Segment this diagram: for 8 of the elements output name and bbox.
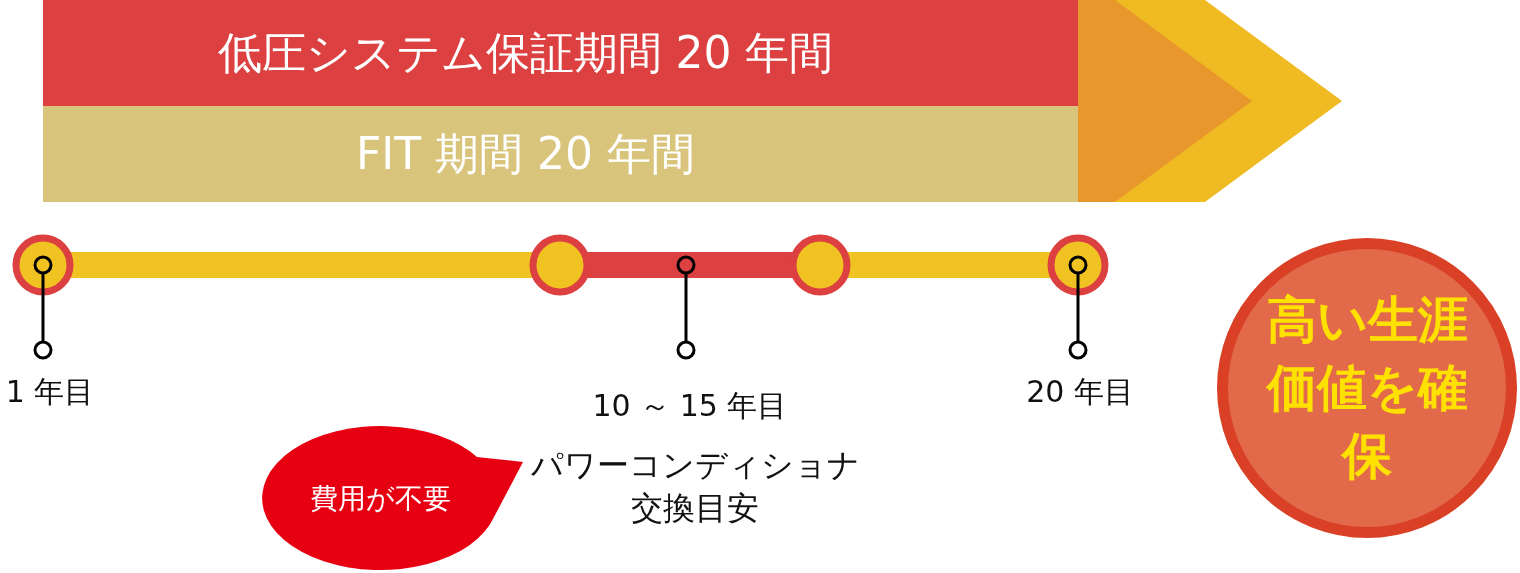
note-label: パワーコンディショナ交換目安 <box>530 445 860 530</box>
year-label: 20 年目 <box>1025 373 1135 411</box>
year-label: 10 ～ 15 年目 <box>591 387 789 425</box>
period-band: FIT 期間 20 年間 <box>43 106 1078 202</box>
value-circle: 高い生涯価値を確保 <box>1217 238 1517 538</box>
bubble-text: 費用が不要 <box>308 481 452 517</box>
year-label: 1 年目 <box>4 373 96 411</box>
period-band: 低圧システム保証期間 20 年間 <box>43 0 1078 106</box>
